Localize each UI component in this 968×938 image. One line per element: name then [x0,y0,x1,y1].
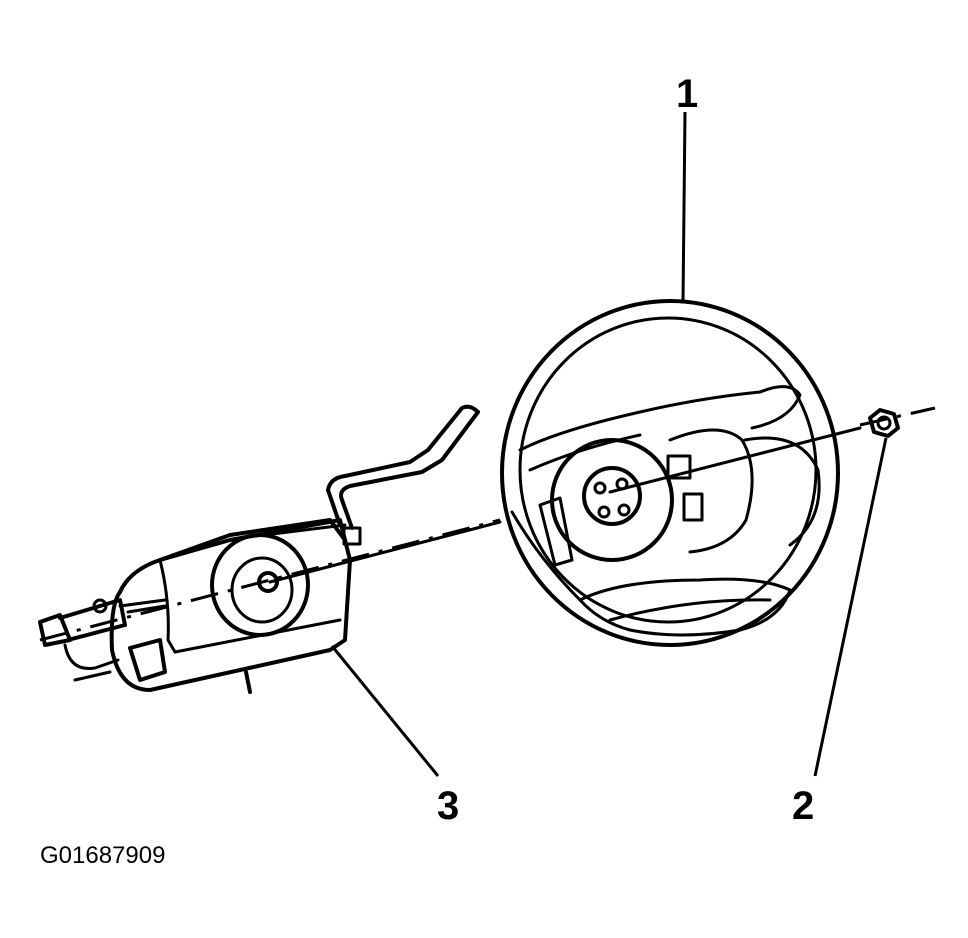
leader-line-2 [813,437,888,777]
leader-line-1 [681,111,687,303]
callout-label-2: 2 [792,784,815,828]
steering-column [38,404,480,694]
callout-label-1: 1 [676,72,699,116]
figure-id: G01687909 [40,842,166,869]
leader-line-3 [330,645,440,777]
wheel-nut [868,408,900,438]
assembly-centerline-solid [268,426,862,584]
steering-wheel [500,299,840,647]
callout-label-3: 3 [437,784,460,828]
